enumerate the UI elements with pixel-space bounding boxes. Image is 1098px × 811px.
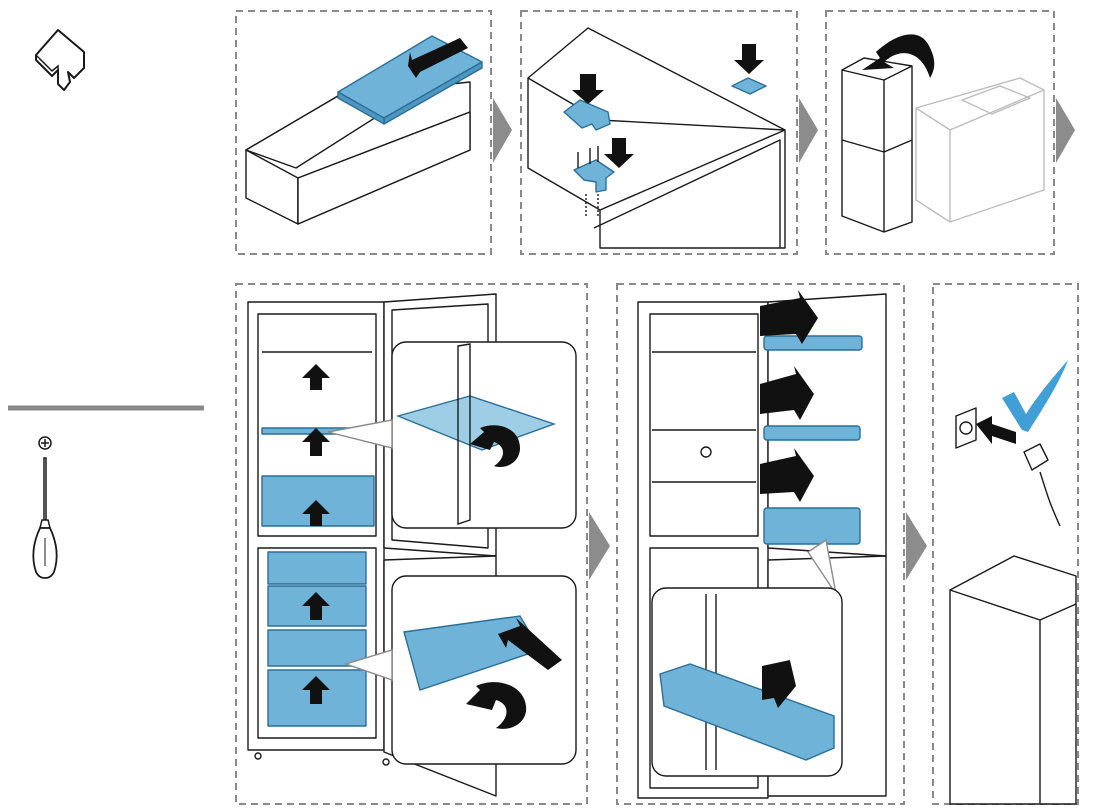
- hinge-cap-right: [731, 77, 767, 95]
- rotate-arrow-icon: [470, 425, 520, 468]
- up-arrow-icon: [302, 500, 330, 526]
- rotate-arrow-icon: [862, 34, 935, 78]
- down-arrow-icon: [572, 74, 604, 104]
- down-arrow-icon: [604, 138, 634, 168]
- step-1-frame: [235, 10, 492, 255]
- step-3-frame: [825, 10, 1055, 255]
- freezer-drawer: [267, 629, 367, 667]
- insert-arrow-icon: [760, 290, 818, 344]
- next-step-arrow-3: [1056, 98, 1075, 163]
- checkmark-icon: [1002, 360, 1068, 432]
- rotate-arrow-icon: [466, 682, 527, 729]
- down-arrow-icon: [734, 44, 764, 74]
- step-3-illustration: [841, 57, 1045, 233]
- up-arrow-icon: [302, 592, 330, 620]
- door-shelf: [763, 335, 863, 351]
- next-step-arrow-1: [493, 98, 512, 163]
- door-bottle-shelf-detail: [659, 663, 835, 761]
- hinge-cap-left: [563, 99, 611, 131]
- next-step-arrow-5: [906, 512, 927, 580]
- up-arrow-icon: [302, 676, 330, 704]
- next-step-arrow-4: [589, 512, 610, 580]
- door-shelf: [763, 425, 861, 441]
- plug-in-arrow-icon: [976, 416, 1016, 444]
- screwdriver-icon: [32, 436, 58, 579]
- down-arrow-icon: [762, 652, 796, 708]
- step-4-frame: [235, 283, 588, 805]
- next-step-arrow-2: [799, 98, 818, 163]
- up-arrow-icon: [302, 364, 330, 390]
- step-1-illustration: [245, 35, 483, 225]
- door-bottle-shelf: [763, 507, 861, 545]
- step-2-frame: [520, 10, 798, 255]
- packaging-icon: [35, 29, 85, 91]
- push-arrow-icon: [498, 618, 562, 670]
- step-6-illustration: [949, 407, 1077, 805]
- freezer-drawer: [267, 551, 367, 585]
- step-5-frame: [616, 283, 905, 805]
- insert-arrow-icon: [760, 366, 814, 420]
- insert-arrow-icon: [760, 448, 814, 502]
- up-arrow-icon: [302, 428, 330, 456]
- push-arrow-icon: [408, 38, 468, 78]
